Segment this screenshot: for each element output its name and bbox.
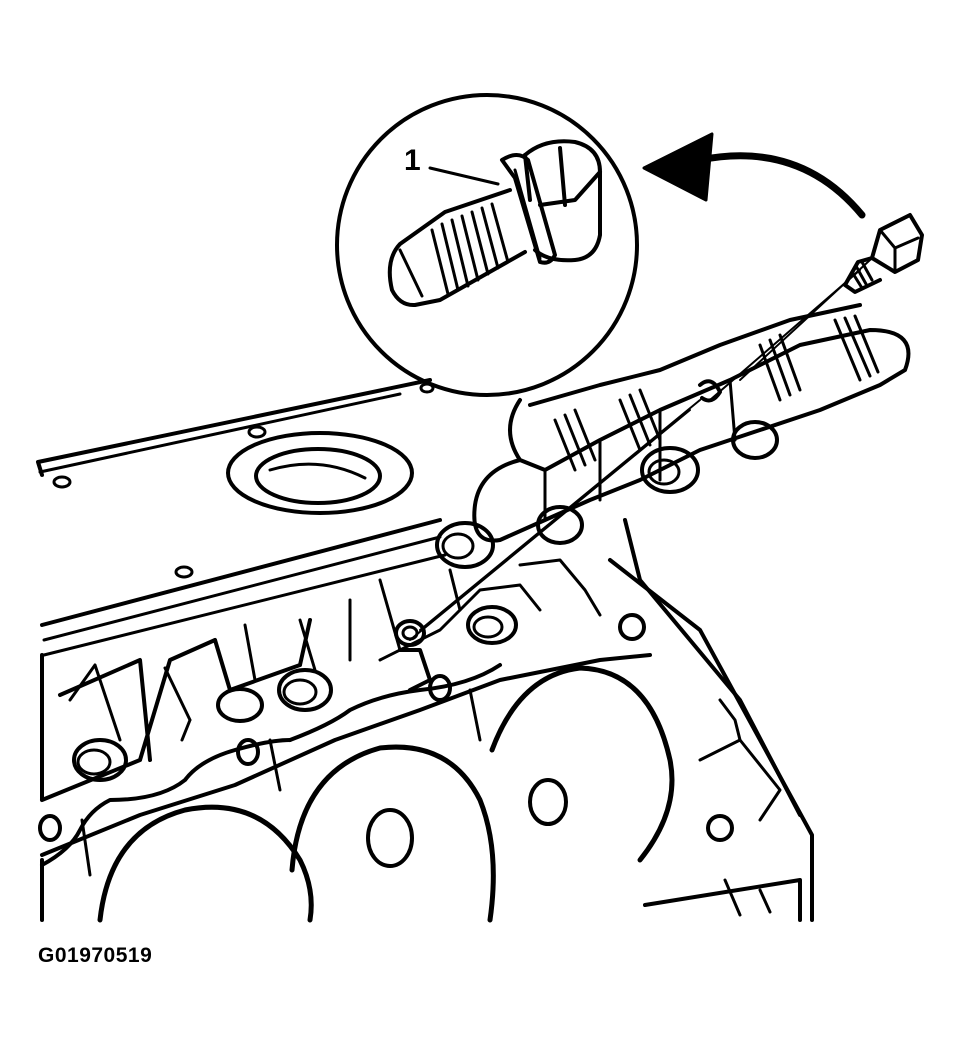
- bolt-icon: [387, 139, 602, 308]
- callout-leader: [428, 166, 500, 186]
- callout-label: 1: [404, 144, 421, 177]
- lifter-bore: [466, 605, 518, 645]
- cylinder-bore: [489, 665, 675, 863]
- lifter-bore: [277, 668, 333, 712]
- lifter-bore: [394, 619, 426, 647]
- curved-arrow: [642, 132, 866, 219]
- lifter-guide-assembly: [435, 303, 911, 569]
- lifter-roller: [640, 446, 700, 494]
- lifter-bore: [216, 687, 264, 723]
- figure-id: G01970519: [38, 944, 153, 967]
- deck-hole: [52, 475, 72, 489]
- lifter-roller: [435, 521, 495, 569]
- lifter-roller: [536, 505, 584, 545]
- cylinder-bore: [289, 744, 496, 923]
- deck-hole: [174, 565, 194, 579]
- alignment-lines: [409, 259, 871, 641]
- detail-view: 1: [335, 93, 639, 397]
- lifter-roller: [731, 420, 779, 460]
- lifter-bore: [72, 738, 128, 782]
- cylinder-bore: [97, 804, 314, 923]
- deck-hole: [247, 425, 267, 439]
- detail-circle: [335, 93, 639, 397]
- bolt-installed: [843, 213, 924, 294]
- engine-block: [36, 378, 814, 923]
- valley-opening: [226, 431, 414, 515]
